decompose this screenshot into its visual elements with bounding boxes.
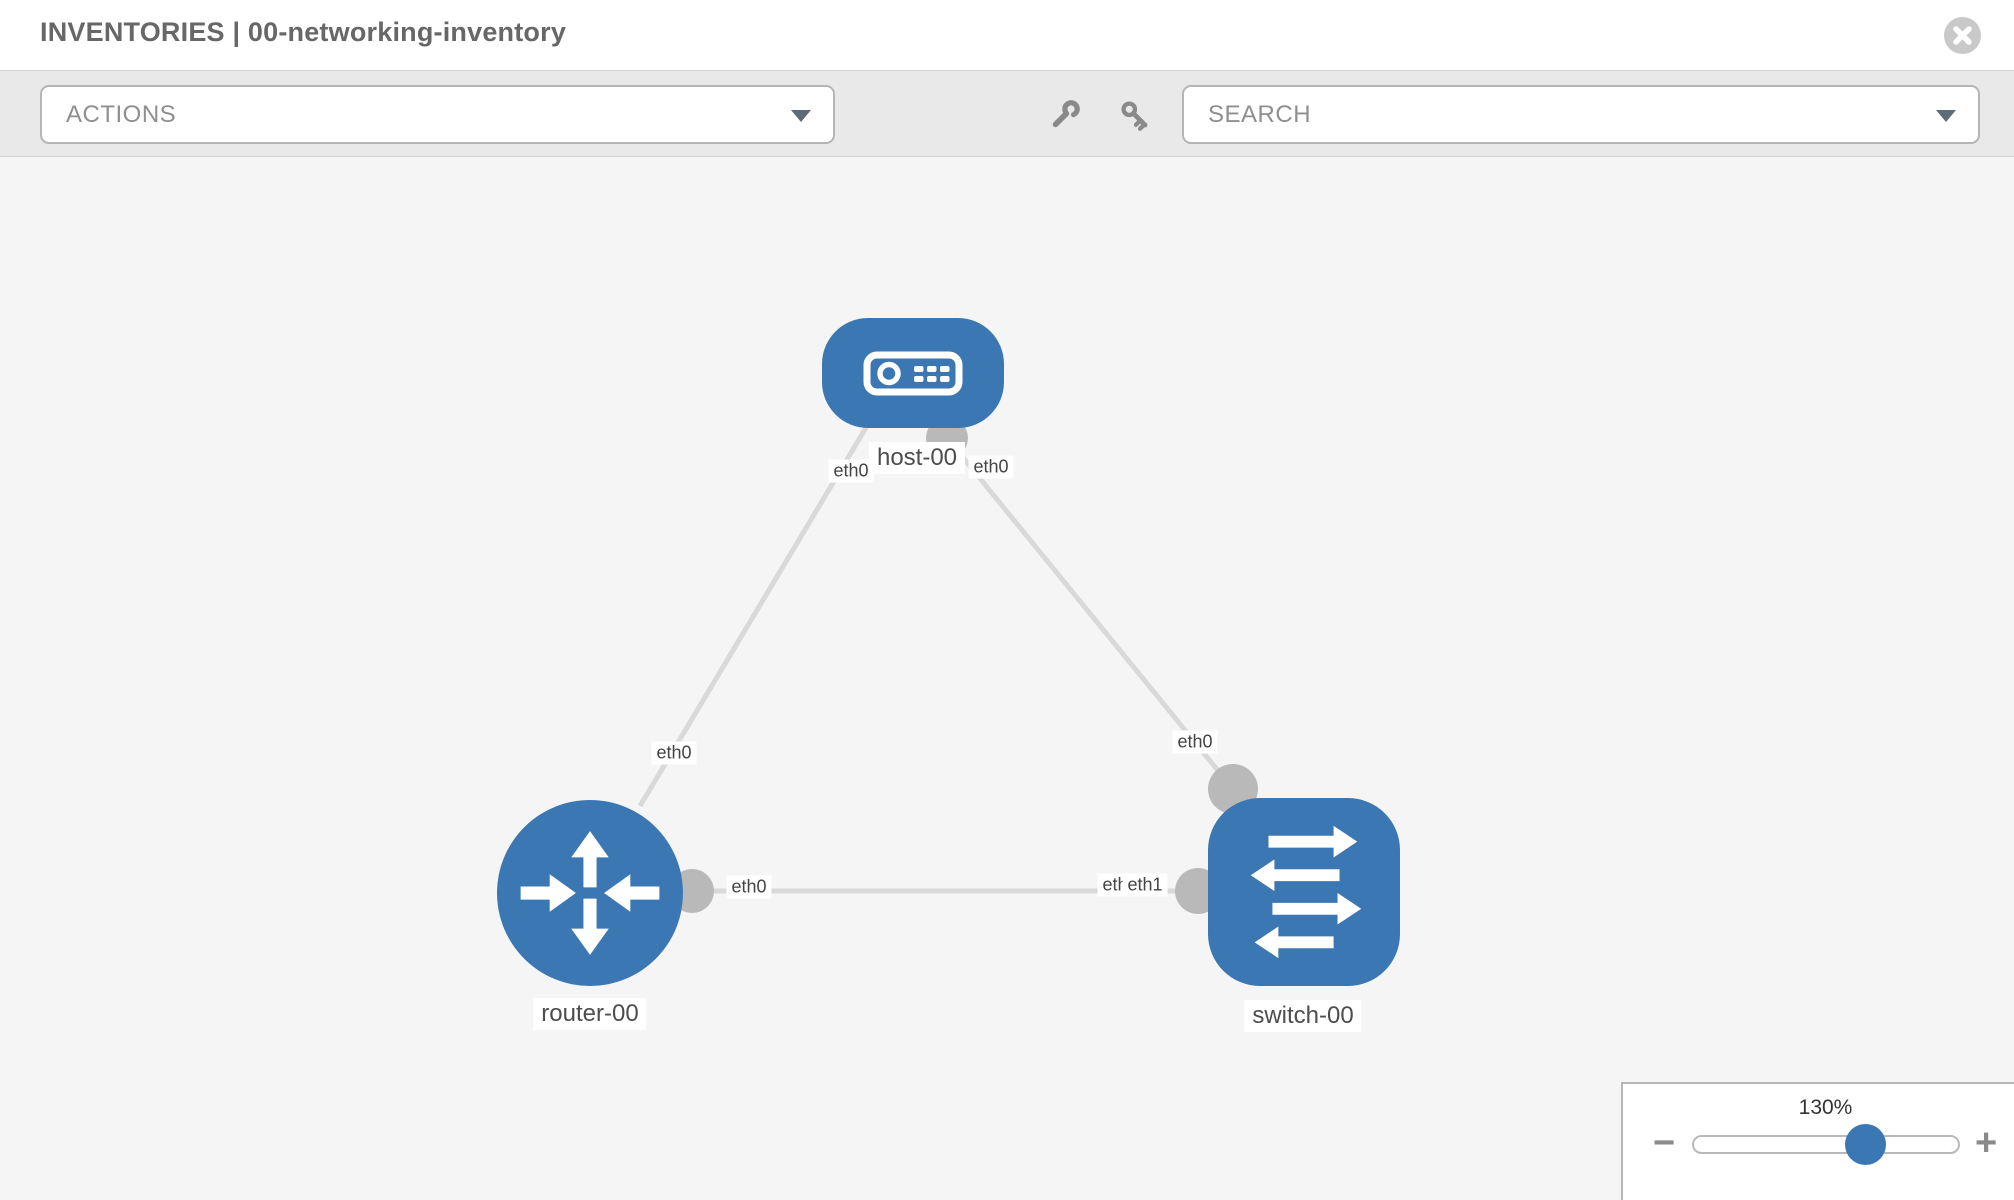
zoom-panel: 130% − + — [1621, 1082, 2014, 1200]
zoom-slider[interactable] — [1692, 1135, 1960, 1154]
search-dropdown-label: SEARCH — [1208, 100, 1312, 128]
key-icon[interactable] — [1116, 96, 1154, 134]
close-button[interactable] — [1944, 17, 1981, 54]
iface-label-host-eth0-switch: eth0 — [968, 455, 1014, 479]
node-router-00[interactable] — [497, 800, 683, 986]
node-label-host: host-00 — [868, 442, 966, 474]
node-label-switch: switch-00 — [1244, 1000, 1362, 1032]
iface-label-switch-eth0-host: eth0 — [1172, 730, 1218, 754]
topology-canvas[interactable]: host-00 router-00 switch-00 eth0 eth0 et… — [0, 158, 2014, 1200]
topology-links-layer — [637, 417, 1258, 914]
node-host-00[interactable] — [822, 318, 1004, 428]
actions-dropdown[interactable]: ACTIONS — [40, 85, 835, 144]
host-icon — [863, 351, 963, 396]
node-switch-00[interactable] — [1208, 798, 1400, 986]
wrench-icon[interactable] — [1046, 96, 1084, 134]
node-label-router: router-00 — [533, 998, 647, 1030]
switch-icon — [1250, 825, 1362, 959]
app-header: INVENTORIES | 00-networking-inventory — [0, 0, 2014, 71]
chevron-down-icon — [1936, 109, 1956, 122]
zoom-in-button[interactable]: + — [1975, 1122, 1998, 1164]
zoom-slider-knob[interactable] — [1845, 1124, 1886, 1165]
search-dropdown[interactable]: SEARCH — [1182, 85, 1980, 144]
iface-label-host-eth0-router: eth0 — [828, 459, 874, 483]
toolbar: ACTIONS SEARCH — [0, 71, 2014, 157]
iface-label-router-eth0-switch: eth0 — [726, 875, 772, 899]
chevron-down-icon — [791, 109, 811, 122]
page-title: INVENTORIES | 00-networking-inventory — [40, 17, 567, 47]
zoom-value: 130% — [1798, 1096, 1853, 1119]
router-icon — [520, 831, 660, 955]
close-icon — [1953, 26, 1972, 45]
iface-label-router-eth0-host: eth0 — [651, 741, 697, 765]
actions-dropdown-label: ACTIONS — [66, 100, 177, 128]
zoom-out-button[interactable]: − — [1653, 1122, 1676, 1164]
iface-label-switch-eth1-router: eth1 — [1122, 873, 1168, 897]
